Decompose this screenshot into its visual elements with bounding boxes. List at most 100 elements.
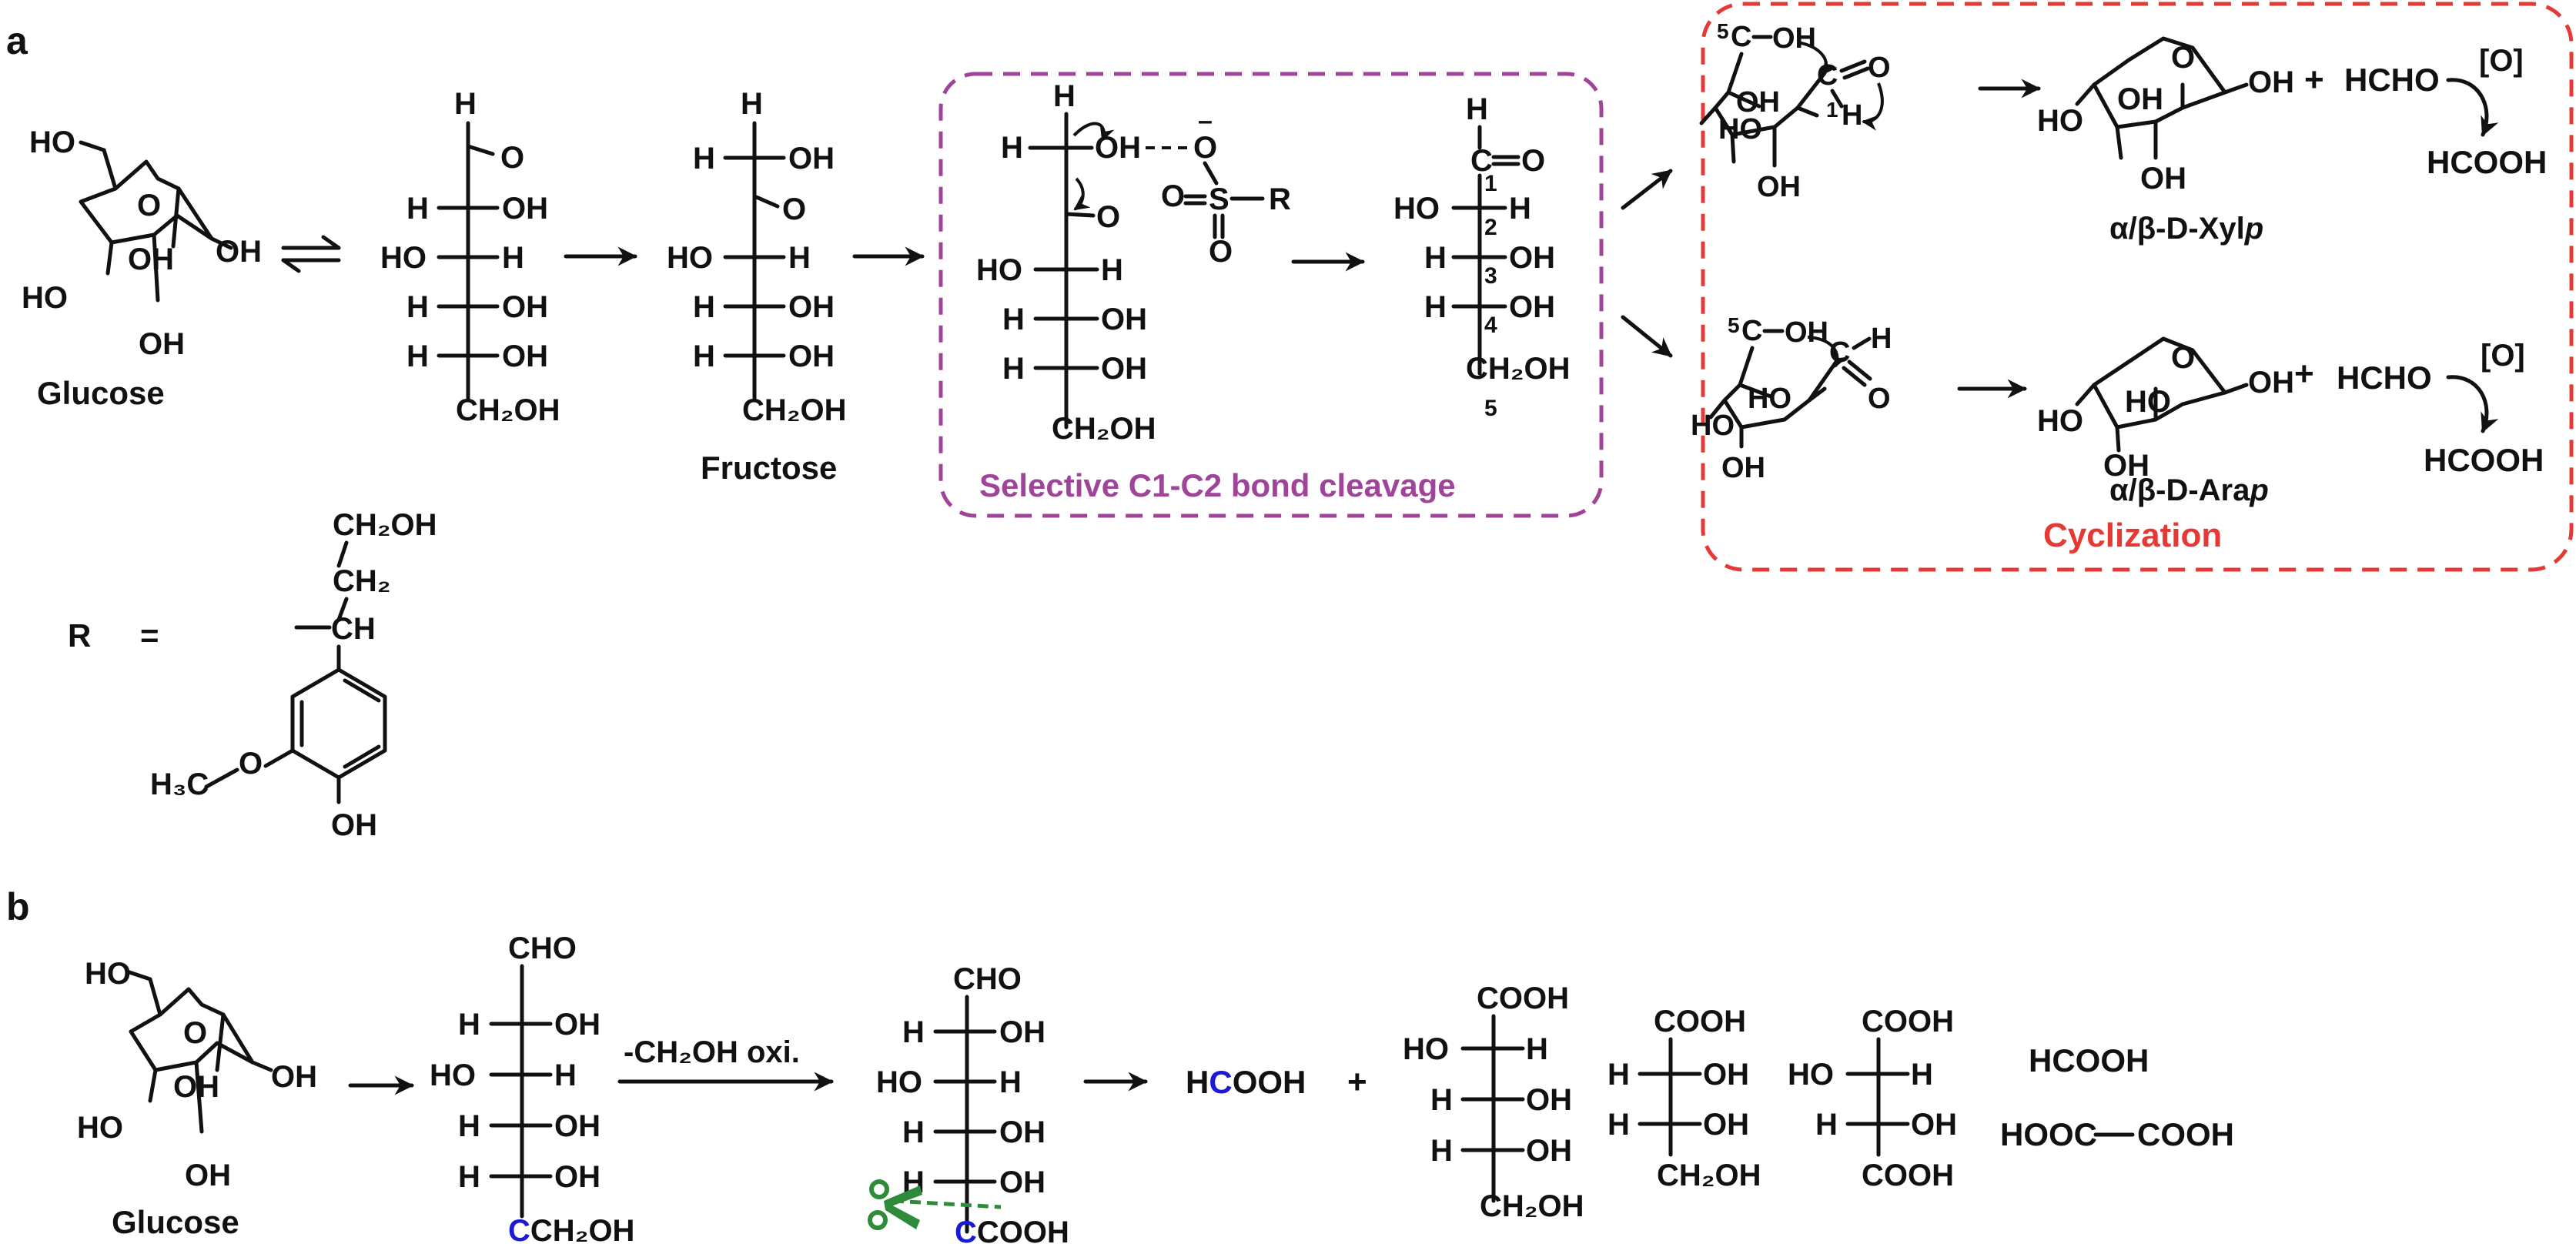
sulfonate-s: S <box>1209 182 1229 216</box>
formic-acid-labeled: HCOOH <box>1186 1064 1306 1100</box>
r-group-definition: R = CH₂OH CH₂ CH H₃C O OH <box>68 508 437 842</box>
atom-oh: OH <box>173 1070 219 1104</box>
carbon-number-5: 5 <box>1484 396 1497 421</box>
atom-ch: CH <box>331 612 376 646</box>
atom-o: O <box>2171 341 2195 375</box>
atom-oh: OH <box>999 1015 1045 1049</box>
atom-oh: OH <box>1101 303 1147 336</box>
glucose-ring-o: O <box>137 189 161 222</box>
atom-oh: OH <box>185 1159 231 1192</box>
atom-o: O <box>2171 41 2195 75</box>
atom-cooh: COOH <box>1477 981 1569 1015</box>
arabinose-cyclization-intermediate: 5 C OH HO HO OH C H O <box>1691 313 1892 484</box>
methoxy-h3c: H₃C <box>150 767 209 801</box>
oxidation-lower: [O] <box>2481 339 2525 373</box>
atom-ho: HO <box>1718 113 1762 145</box>
pentonic-acid: COOH HO H H OH H OH CH₂OH <box>1403 981 1584 1223</box>
atom-h: H <box>902 1115 925 1149</box>
atom-ho: HO <box>77 1111 123 1145</box>
glucose-oh-inner: OH <box>128 242 174 276</box>
atom-c: C <box>1741 315 1762 347</box>
atom-oh: OH <box>1509 241 1555 275</box>
atom-cho: CHO <box>953 962 1022 996</box>
carbon-number-1: 1 <box>1484 171 1497 196</box>
atom-oh: OH <box>1526 1083 1572 1117</box>
atom-h: H <box>1842 99 1862 132</box>
atom-h: H <box>1430 1083 1453 1117</box>
atom-oh: OH <box>1721 452 1765 484</box>
atom-oh: OH <box>2248 366 2294 400</box>
atom-ho: HO <box>1393 192 1440 226</box>
atom-ho: HO <box>1691 410 1735 442</box>
atom-cooh: COOH <box>1862 1159 1954 1192</box>
atom-h: H <box>458 1109 480 1143</box>
formaldehyde-upper: HCHO <box>2344 62 2440 98</box>
arrow-to-xylose <box>1621 169 1673 210</box>
atom-oh: OH <box>1736 86 1780 119</box>
glucose-ho-left: HO <box>22 281 68 315</box>
atom-o: O <box>782 192 806 226</box>
atom-oh: OH <box>1703 1058 1749 1092</box>
atom-h: H <box>1815 1108 1838 1142</box>
atom-h: H <box>1001 131 1023 165</box>
atom-h: H <box>1002 352 1025 386</box>
atom-h: H <box>502 241 524 275</box>
methoxy-o: O <box>239 747 263 781</box>
atom-oh: OH <box>1703 1108 1749 1142</box>
fructose-label: Fructose <box>701 450 837 486</box>
atom-ho: HO <box>976 253 1022 287</box>
atom-h: H <box>1430 1134 1453 1168</box>
atom-o: O <box>1096 200 1120 234</box>
atom-ho: HO <box>1788 1058 1834 1092</box>
atom-oh: OH <box>1095 131 1141 165</box>
purple-box-label: Selective C1-C2 bond cleavage <box>979 467 1456 503</box>
atom-h: H <box>1607 1058 1630 1092</box>
atom-oh: OH <box>502 339 548 373</box>
sulfonate-o-minus: O <box>1193 131 1217 165</box>
atom-oh: OH <box>2103 449 2149 483</box>
fischer-glucose-open: H O H OH HO H H OH H OH CH₂OH <box>380 87 560 427</box>
atom-ho: HO <box>667 241 713 275</box>
atom-h: H <box>1911 1058 1933 1092</box>
arap-label: α/β-D-Arap <box>2109 473 2269 507</box>
atom-cooh: COOH <box>1862 1005 1954 1038</box>
xylopyranose: O HO OH OH OH α/β-D-Xylp <box>2037 36 2294 246</box>
carbon-number-1: 1 <box>1826 98 1838 122</box>
atom-ch2oh: CH₂OH <box>456 393 560 427</box>
atom-ch2: CH₂ <box>333 564 391 598</box>
atom-ho: HO <box>1748 383 1791 415</box>
glucose-oh-anomeric: OH <box>216 235 262 269</box>
carbon-number-3: 3 <box>1484 263 1497 289</box>
fructose-sulfonate-complex: H H OH O – O S R O O HO H H OH H OH CH₂O… <box>976 79 1291 446</box>
carbon-number-4: 4 <box>1484 313 1497 338</box>
oxidation-label: -CH₂OH oxi. <box>624 1035 800 1069</box>
fischer-fructose: H H OH O HO H H OH H OH CH₂OH Fructose <box>667 87 847 486</box>
c6-cooh: CCOOH <box>955 1216 1069 1249</box>
carbon-number-5: 5 <box>1728 313 1740 337</box>
atom-oh: OH <box>1757 171 1801 203</box>
atom-h: H <box>1053 79 1076 113</box>
formic-acid-lower: HCOOH <box>2424 442 2544 478</box>
panel-label-b: b <box>6 885 30 928</box>
atom-ch2oh: CH₂OH <box>742 393 847 427</box>
atom-cho: CHO <box>508 931 577 965</box>
plus-sign: + <box>2294 355 2314 393</box>
atom-c: C <box>1731 21 1751 53</box>
tartaric-acid: COOH HO H H OH COOH <box>1788 1005 1957 1192</box>
atom-h: H <box>554 1058 577 1092</box>
atom-ho: HO <box>85 957 131 991</box>
oxalic-acid: HOOC COOH <box>2000 1116 2234 1152</box>
atom-ho: HO <box>876 1065 922 1099</box>
atom-h: H <box>693 339 715 373</box>
atom-h: H <box>788 241 811 275</box>
atom-oh: OH <box>999 1165 1045 1199</box>
atom-o: O <box>1868 383 1891 415</box>
atom-oh: OH <box>554 1008 601 1042</box>
atom-oh: OH <box>502 290 548 324</box>
atom-cooh: COOH <box>2137 1116 2234 1152</box>
atom-o: O <box>500 141 524 175</box>
atom-oh: OH <box>554 1160 601 1194</box>
atom-ho: HO <box>2037 404 2083 438</box>
fischer-glucose-b: CHO H OH HO H H OH H OH CCH₂OH <box>430 931 634 1248</box>
atom-ho: HO <box>1403 1032 1449 1066</box>
